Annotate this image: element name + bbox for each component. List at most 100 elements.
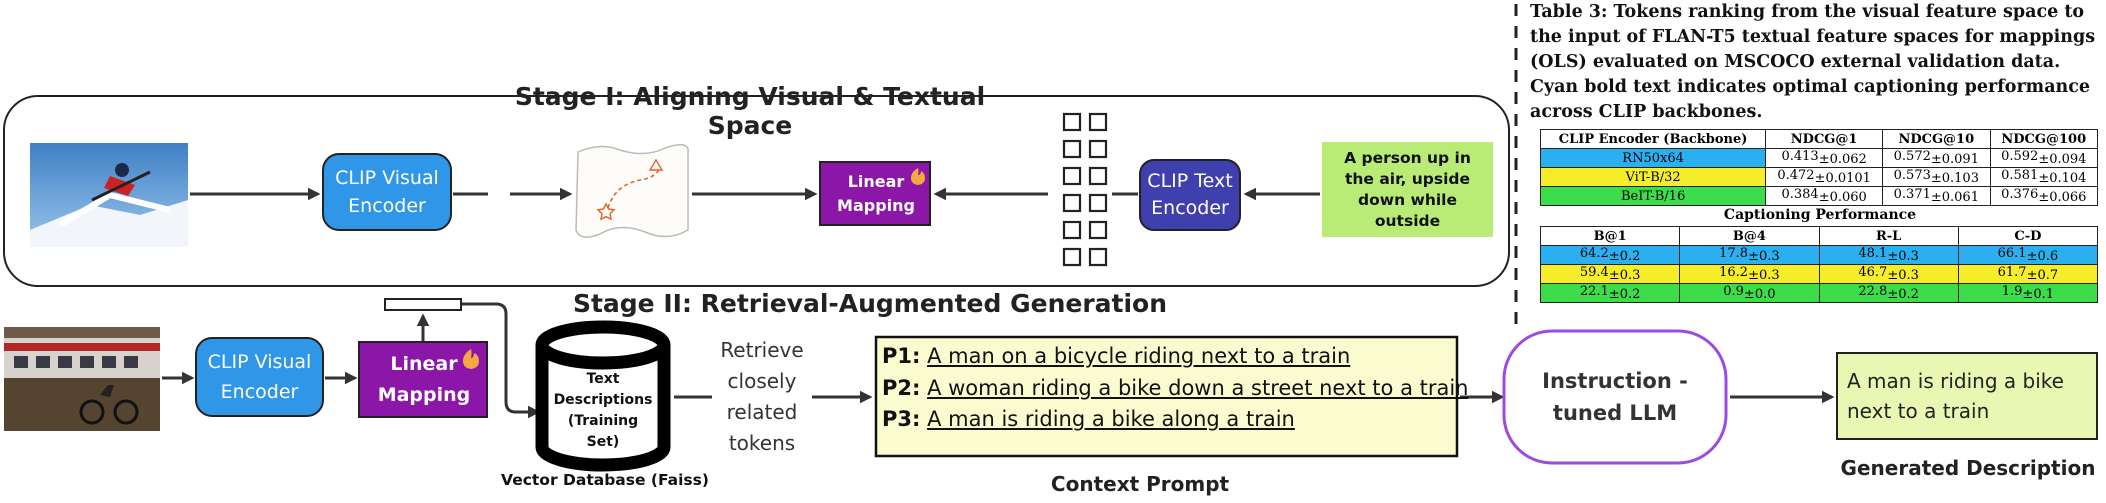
stage2-clip-visual-encoder (195, 337, 324, 417)
mean: 0.572 (1893, 149, 1931, 164)
value-cell: 0.413±0.062 (1765, 148, 1884, 168)
llm-label: Instruction -tuned LLM (1542, 369, 1688, 425)
header-cell: C-D (1957, 226, 2099, 246)
value-cell: 59.4±0.3 (1539, 264, 1681, 284)
mean: 0.573 (1893, 168, 1931, 183)
value-cell: 0.384±0.060 (1765, 186, 1884, 206)
stage2-clip-visual-encoder-label: CLIP Visual Encoder (207, 351, 312, 403)
header-cell: NDCG@10 (1882, 129, 1991, 149)
table-row: RN50x64 0.413±0.062 0.572±0.091 0.592±0.… (1539, 148, 2099, 168)
value-cell: 0.592±0.094 (1989, 148, 2099, 168)
arrow (462, 302, 541, 419)
database-icon (535, 320, 671, 472)
value-cell: 64.2±0.2 (1539, 245, 1681, 265)
std: ±0.061 (1930, 190, 1979, 205)
stage2-linear-mapping-label: Linear Mapping (377, 353, 471, 406)
std: ±0.6 (2026, 249, 2059, 264)
token-grid-icon (1062, 112, 1108, 267)
mean: 0.581 (2001, 168, 2039, 183)
backbone-cell: ViT-B/32 (1539, 167, 1767, 187)
std: ±0.060 (1818, 190, 1867, 205)
captioning-performance-title: Captioning Performance (1723, 207, 1917, 223)
std: ±0.7 (2026, 268, 2059, 283)
backbone-cell: RN50x64 (1539, 148, 1767, 168)
prompt-tag: P1: (882, 344, 921, 368)
value-cell: 0.9±0.0 (1679, 283, 1820, 303)
generated-description-box (1836, 352, 2098, 440)
table-row: 64.2±0.2 17.8±0.3 48.1±0.3 66.1±0.6 (1539, 245, 2099, 265)
mean: 0.413 (1781, 149, 1819, 164)
mean: 22.1 (1579, 284, 1609, 299)
context-prompt-box (874, 335, 1459, 458)
generated-description-label: Generated Description (1840, 456, 2096, 480)
value-cell: 0.572±0.091 (1882, 148, 1991, 168)
prompt-text: A man on a bicycle riding next to a trai… (927, 344, 1351, 368)
fire-icon (463, 349, 479, 369)
mean: 0.384 (1781, 187, 1819, 202)
stage1-title: Stage I: Aligning Visual & Textual Space (514, 82, 986, 140)
value-cell: 0.371±0.061 (1882, 186, 1991, 206)
std: ±0.103 (1930, 171, 1979, 186)
value-cell: 48.1±0.3 (1818, 245, 1959, 265)
table-row: ViT-B/32 0.472±0.0101 0.573±0.103 0.581±… (1539, 167, 2099, 187)
train-bike-photo (4, 327, 160, 431)
value-cell: 22.1±0.2 (1539, 283, 1681, 303)
table-row: 59.4±0.3 16.2±0.3 46.7±0.3 61.7±0.7 (1539, 264, 2099, 284)
prompt-tag: P2: (882, 376, 921, 400)
mean: 0.371 (1893, 187, 1931, 202)
map-icon (575, 144, 689, 238)
value-cell: 0.472±0.0101 (1765, 167, 1884, 187)
mean: 16.2 (1719, 265, 1749, 280)
prompt-text: A man is riding a bike along a train (927, 407, 1295, 431)
table-caption: Table 3: Tokens ranking from the visual … (1530, 2, 2096, 122)
header-cell: CLIP Encoder (Backbone) (1539, 129, 1767, 149)
header-cell: NDCG@100 (1989, 129, 2099, 149)
header-cell: R-L (1818, 226, 1959, 246)
std: ±0.1 (2022, 287, 2054, 302)
std: ±0.3 (1887, 268, 1919, 283)
stage1-clip-visual-encoder (322, 153, 452, 231)
mean: 46.7 (1858, 265, 1888, 280)
stage1-container (3, 95, 1510, 287)
std: ±0.2 (1608, 249, 1641, 264)
std: ±0.3 (1608, 268, 1641, 283)
table-row: 22.1±0.2 0.9±0.0 22.8±0.2 1.9±0.1 (1539, 283, 2099, 303)
stage1-caption-text: A person up in the air, upside down whil… (1344, 148, 1471, 230)
stage1-caption-box (1322, 142, 1493, 237)
stage1-linear-mapping-label: Linear Mapping (837, 171, 915, 215)
context-prompt-label: Context Prompt (1050, 472, 1230, 496)
std: ±0.3 (1887, 249, 1919, 264)
header-cell: NDCG@1 (1765, 129, 1884, 149)
mean: 61.7 (1997, 265, 2027, 280)
table-header-row: B@1 B@4 R-L C-D (1539, 226, 2099, 246)
query-token (384, 298, 462, 311)
header-cell: B@4 (1679, 226, 1820, 246)
captioning-table: B@1 B@4 R-L C-D 64.2±0.2 17.8±0.3 48.1±0… (1539, 226, 2099, 303)
header-cell: B@1 (1539, 226, 1681, 246)
std: ±0.2 (1608, 287, 1641, 302)
mean: 0.9 (1723, 284, 1744, 299)
std: ±0.2 (1887, 287, 1919, 302)
prompt-tag: P3: (882, 407, 921, 431)
fire-icon (911, 168, 925, 185)
mean: 0.592 (2001, 149, 2039, 164)
retrieve-text: Retrieve closely related tokens (720, 338, 804, 455)
value-cell: 0.376±0.066 (1989, 186, 2099, 206)
stage1-linear-mapping (819, 161, 931, 226)
std: ±0.091 (1930, 152, 1979, 167)
std: ±0.3 (1748, 268, 1780, 283)
database-label: Vector Database (Faiss) (501, 471, 709, 489)
value-cell: 66.1±0.6 (1957, 245, 2099, 265)
std: ±0.066 (2038, 190, 2087, 205)
mean: 0.472 (1777, 168, 1815, 183)
mean: 64.2 (1579, 246, 1609, 261)
std: ±0.062 (1818, 152, 1867, 167)
mean: 48.1 (1858, 246, 1888, 261)
std: ±0.3 (1748, 249, 1780, 264)
prompt-item: P3: A man is riding a bike along a train (882, 407, 1295, 431)
prompt-text: A woman riding a bike down a street next… (927, 376, 1469, 400)
generated-description-text: A man is riding a bike next to a train (1847, 369, 2064, 423)
std: ±0.0 (1743, 287, 1776, 302)
std: ±0.104 (2038, 171, 2087, 186)
